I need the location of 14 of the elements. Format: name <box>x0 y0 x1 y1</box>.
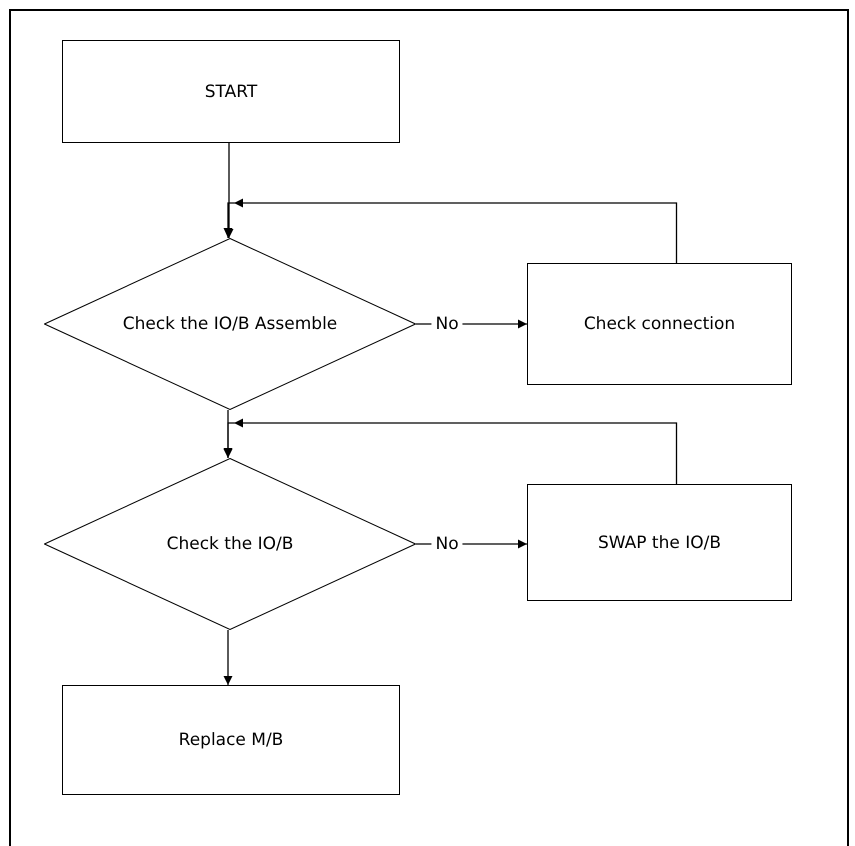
arrow <box>224 410 232 458</box>
node-text: Check the IO/B <box>166 534 294 554</box>
decision-diamond <box>44 458 416 630</box>
decision-diamond <box>44 238 416 410</box>
process-box <box>527 263 792 385</box>
process-box <box>62 685 400 795</box>
node-text: START <box>204 82 258 102</box>
arrow <box>224 630 232 685</box>
node-text: SWAP the IO/B <box>598 532 722 552</box>
node-text: Check connection <box>584 314 736 334</box>
node-text: Check the IO/B Assemble <box>122 314 338 334</box>
process-box <box>527 484 792 601</box>
node-text: Replace M/B <box>178 730 284 750</box>
process-box <box>62 40 400 143</box>
